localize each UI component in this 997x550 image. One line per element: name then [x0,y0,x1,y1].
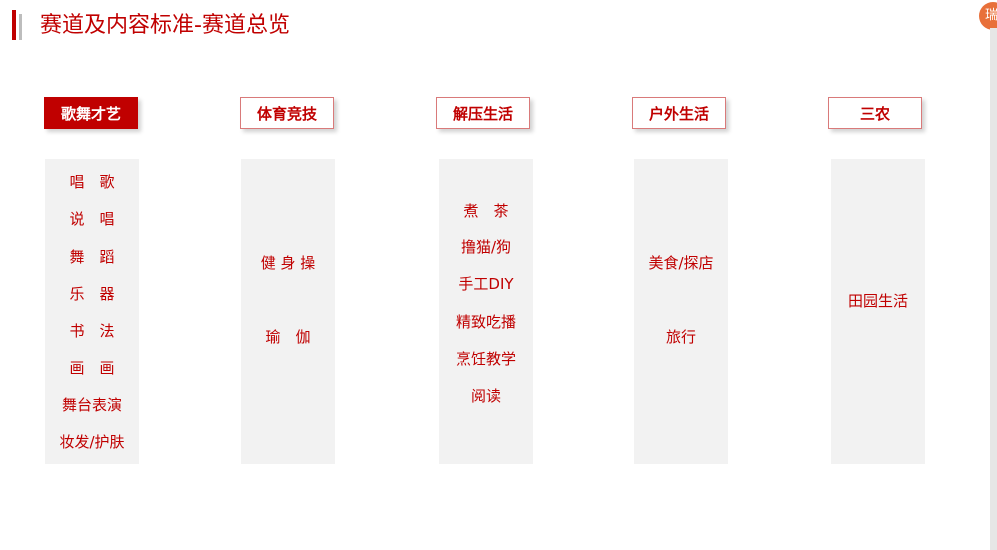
list-item: 精致吃播 [455,313,516,331]
track-header-2: 解压生活 [436,97,530,129]
corner-badge[interactable]: 瑞 [979,2,997,30]
list-item: 烹饪教学 [455,350,516,368]
list-item: 书 法 [69,322,115,340]
list-item: 瑜 伽 [265,328,311,346]
track-header-0: 歌舞才艺 [44,97,138,129]
list-item: 唱 歌 [69,173,115,191]
title-accent-bar [12,10,16,40]
list-item: 妆发/护肤 [59,433,125,451]
list-item: 田园生活 [847,292,908,310]
track-column-0: 唱 歌 说 唱 舞 蹈 乐 器 书 法 画 画 舞台表演 妆发/护肤 [45,159,139,464]
track-header-3: 户外生活 [632,97,726,129]
list-item: 撸猫/狗 [460,238,512,256]
list-item: 阅读 [470,387,501,405]
list-item: 健 身 操 [260,254,316,272]
list-item: 美食/探店 [648,254,714,272]
chat-icon: 瑞 [985,8,997,23]
list-item: 舞台表演 [61,396,122,414]
track-header-1: 体育竞技 [240,97,334,129]
page-title: 赛道及内容标准-赛道总览 [40,13,290,38]
track-column-2: 煮 茶 撸猫/狗 手工DIY 精致吃播 烹饪教学 阅读 [439,159,533,464]
track-header-4: 三农 [828,97,922,129]
list-item: 舞 蹈 [69,248,115,266]
track-column-3: 美食/探店 旅行 [634,159,728,464]
title-accent-bar-grey [19,14,22,40]
list-item: 乐 器 [69,285,115,303]
scrollbar[interactable] [990,28,997,550]
list-item: 旅行 [665,328,696,346]
track-column-1: 健 身 操 瑜 伽 [241,159,335,464]
list-item: 画 画 [69,359,115,377]
list-item: 说 唱 [69,210,115,228]
track-column-4: 田园生活 [831,159,925,464]
list-item: 煮 茶 [463,202,509,220]
list-item: 手工DIY [458,275,514,293]
